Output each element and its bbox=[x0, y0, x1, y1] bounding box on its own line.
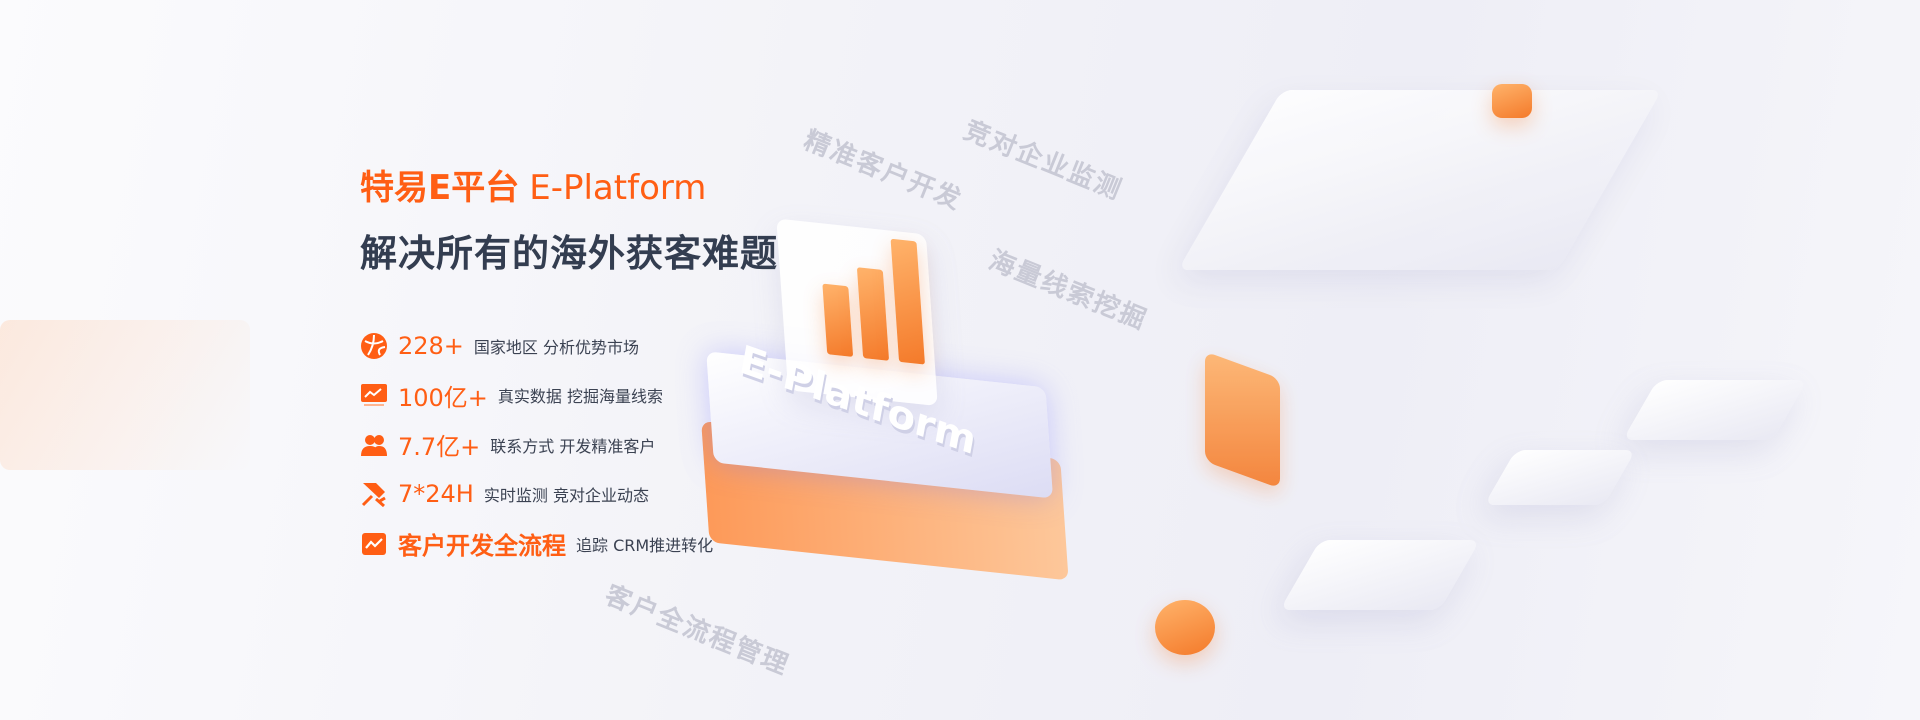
feature-value: 7*24H bbox=[398, 480, 474, 509]
feature-value: 客户开发全流程 bbox=[398, 532, 566, 561]
trend-icon bbox=[360, 530, 388, 558]
deco-orange-cylinder bbox=[1155, 600, 1215, 655]
deco-card bbox=[1622, 380, 1808, 440]
brand-name-en: E-Platform bbox=[529, 168, 707, 208]
float-label: 海量线索挖掘 bbox=[984, 245, 1152, 337]
feature-desc: 联系方式 开发精准客户 bbox=[490, 436, 656, 456]
globe-icon bbox=[360, 332, 388, 360]
float-label: 精准客户开发 bbox=[799, 125, 967, 217]
swords-icon bbox=[360, 480, 388, 508]
feature-value: 7.7亿+ bbox=[398, 433, 481, 462]
float-label: 客户全流程管理 bbox=[600, 580, 794, 682]
deco-glow bbox=[0, 320, 250, 470]
feature-item: 228+ 国家地区 分析优势市场 bbox=[360, 321, 778, 371]
deco-card bbox=[1279, 540, 1481, 610]
monitor-chart-icon bbox=[360, 381, 388, 409]
deco-card bbox=[1484, 450, 1636, 505]
float-label: 竞对企业监测 bbox=[959, 115, 1127, 207]
deco-slab bbox=[1178, 90, 1662, 270]
subtitle: 解决所有的海外获客难题 bbox=[360, 232, 778, 275]
feature-desc: 真实数据 挖掘海量线索 bbox=[497, 387, 664, 407]
brand-name: 特易E平台 bbox=[360, 168, 520, 208]
users-icon bbox=[360, 431, 388, 459]
feature-value: 100亿+ bbox=[398, 383, 488, 412]
feature-item: 100亿+ 真实数据 挖掘海量线索 bbox=[360, 371, 778, 421]
feature-list: 228+ 国家地区 分析优势市场 100亿+ 真实数据 挖掘海量线索 7.7亿+… bbox=[360, 321, 778, 569]
feature-value: 228+ bbox=[398, 331, 464, 360]
deco-orange-cube bbox=[1492, 84, 1532, 118]
feature-desc: 实时监测 竞对企业动态 bbox=[483, 486, 649, 506]
feature-item: 7.7亿+ 联系方式 开发精准客户 bbox=[360, 420, 778, 470]
deco-orange-window bbox=[1205, 351, 1280, 489]
feature-desc: 追踪 CRM推进转化 bbox=[576, 535, 714, 555]
feature-item: 客户开发全流程 追踪 CRM推进转化 bbox=[360, 519, 778, 569]
feature-item: 7*24H 实时监测 竞对企业动态 bbox=[360, 470, 778, 520]
feature-desc: 国家地区 分析优势市场 bbox=[473, 337, 640, 357]
